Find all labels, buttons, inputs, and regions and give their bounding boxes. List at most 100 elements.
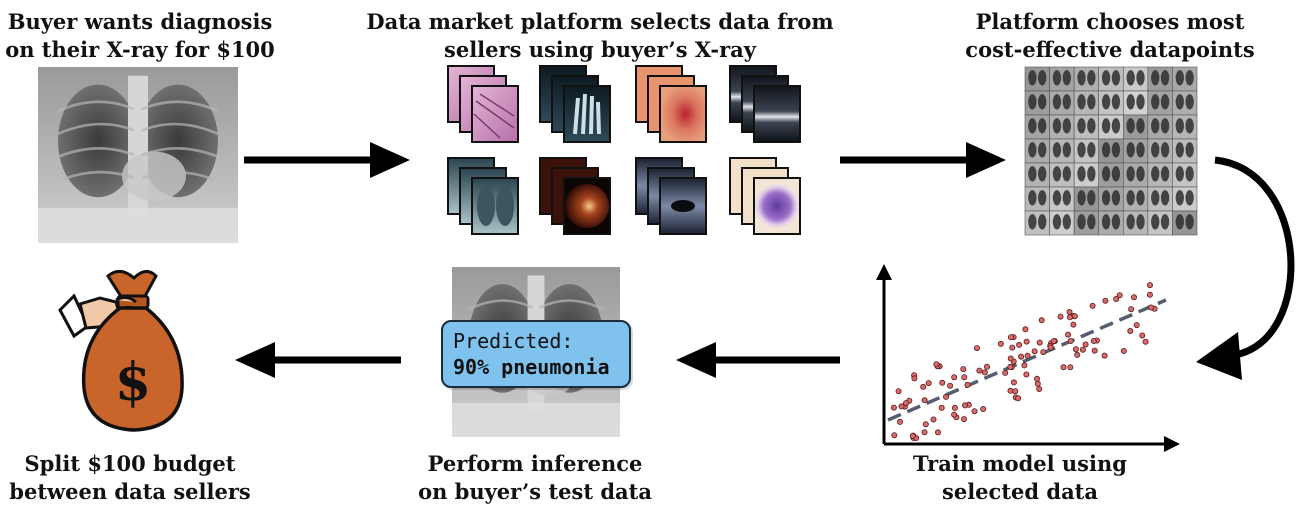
step6-caption: Split $100 budget between data sellers: [0, 450, 260, 506]
scatter-point: [1089, 302, 1096, 309]
scatter-point: [1102, 297, 1109, 304]
step3-caption-line1: Platform chooses most: [975, 9, 1245, 34]
scatter-point: [1116, 292, 1123, 299]
dollar-symbol: $: [115, 352, 151, 413]
arrow-right-1: [244, 142, 410, 178]
thumbnail-xray: [1073, 66, 1100, 92]
scatter-point: [947, 382, 954, 389]
step1-caption-line2: on their X-ray for $100: [5, 37, 275, 62]
training-scatter-plot: [876, 264, 1180, 452]
thumbnail-xray: [1073, 210, 1100, 236]
thumbnail-xray: [1147, 210, 1173, 236]
scatter-point: [891, 432, 898, 439]
scatter-point: [964, 381, 971, 388]
thumbnail-xray: [1049, 114, 1075, 140]
scatter-point: [1120, 348, 1127, 355]
arrow-left-1: [676, 342, 840, 378]
step2-caption-line2: sellers using buyer’s X-ray: [444, 37, 756, 62]
thumbnail-xray: [1172, 66, 1198, 92]
scatter-point: [896, 418, 903, 425]
step2-caption: Data market platform selects data from s…: [340, 8, 860, 64]
thumbnail-xray: [1122, 210, 1149, 236]
thumbnail-xray: [1073, 114, 1100, 140]
scatter-point: [1066, 309, 1073, 316]
scatter-point: [1142, 338, 1149, 345]
money-bag-icon: $: [58, 270, 184, 432]
thumbnail-xray: [1098, 66, 1124, 92]
scatter-point: [1074, 351, 1081, 358]
thumbnail-xray: [1098, 210, 1124, 236]
thumbnail-xray: [1098, 90, 1124, 116]
thumbnail-xray: [1024, 162, 1050, 188]
scatter-point: [925, 380, 932, 387]
chest-xray-stack: [447, 157, 519, 235]
scatter-point: [1066, 314, 1073, 321]
thumbnail-xray: [1098, 138, 1124, 164]
step2-caption-line1: Data market platform selects data from: [366, 9, 834, 34]
step6-caption-line2: between data sellers: [9, 479, 251, 504]
scatter-point: [976, 367, 983, 374]
thumbnail-xray: [1098, 114, 1124, 140]
thumbnail-xray: [1024, 66, 1050, 92]
trend-line: [887, 298, 1167, 422]
thumbnail-xray: [1172, 186, 1198, 212]
thumbnail-xray: [1073, 186, 1100, 212]
scatter-point: [939, 379, 946, 386]
scatter-point: [1002, 369, 1009, 376]
thumbnail-xray: [1122, 162, 1149, 188]
scatter-point: [951, 374, 958, 381]
prediction-value: 90% pneumonia: [453, 355, 610, 379]
hand-xray-stack: [539, 65, 611, 143]
thumbnail-xray: [1049, 162, 1075, 188]
thumbnail-xray: [1122, 138, 1149, 164]
buyer-xray-image: [36, 65, 240, 245]
scatter-point: [1036, 386, 1043, 393]
scatter-point: [971, 408, 978, 415]
scatter-point: [1022, 326, 1029, 333]
scatter-point: [1072, 346, 1079, 353]
fundus-stack: [539, 157, 611, 235]
thumbnail-xray: [1122, 90, 1149, 116]
scatter-point: [1016, 341, 1023, 348]
arrow-right-2: [840, 142, 1006, 178]
scatter-point: [909, 432, 916, 439]
scatter-point: [911, 375, 918, 382]
scatter-point: [1010, 379, 1017, 386]
scatter-point: [898, 403, 905, 410]
scatter-point: [930, 416, 937, 423]
scatter-point: [962, 402, 969, 409]
scatter-point: [1101, 352, 1108, 359]
scatter-point: [895, 388, 902, 395]
scatter-point: [1057, 313, 1064, 320]
scatter-point: [960, 366, 967, 373]
scatter-point: [961, 374, 968, 381]
thumbnail-xray: [1073, 90, 1100, 116]
scatter-point: [1040, 349, 1047, 356]
selected-datapoints-grid: [1024, 66, 1198, 236]
scatter-point: [1015, 395, 1022, 402]
thumbnail-xray: [1073, 138, 1100, 164]
scatter-point: [890, 404, 897, 411]
scatter-point: [980, 405, 987, 412]
prediction-box: Predicted: 90% pneumonia: [441, 320, 631, 388]
scatter-point: [1060, 364, 1067, 371]
scatter-point: [1007, 355, 1014, 362]
thumbnail-xray: [1122, 66, 1149, 92]
scatter-point: [997, 340, 1004, 347]
thumbnail-xray: [1024, 114, 1050, 140]
y-axis-arrowhead: [876, 264, 892, 280]
scatter-point: [1146, 282, 1153, 289]
thumbnail-xray: [1098, 186, 1124, 212]
thumbnail-xray: [1049, 186, 1075, 212]
scatter-point: [1090, 338, 1097, 345]
thumbnail-xray: [1147, 66, 1173, 92]
scatter-point: [961, 416, 968, 423]
thumbnail-xray: [1049, 90, 1075, 116]
scatter-point: [1130, 294, 1137, 301]
scatter-point: [1127, 328, 1134, 335]
arrow-left-2: [235, 342, 401, 378]
retina-oct-stack: [729, 65, 801, 143]
thumbnail-xray: [1049, 138, 1075, 164]
skin-lesion-stack: [635, 65, 707, 143]
scatter-point: [902, 400, 909, 407]
